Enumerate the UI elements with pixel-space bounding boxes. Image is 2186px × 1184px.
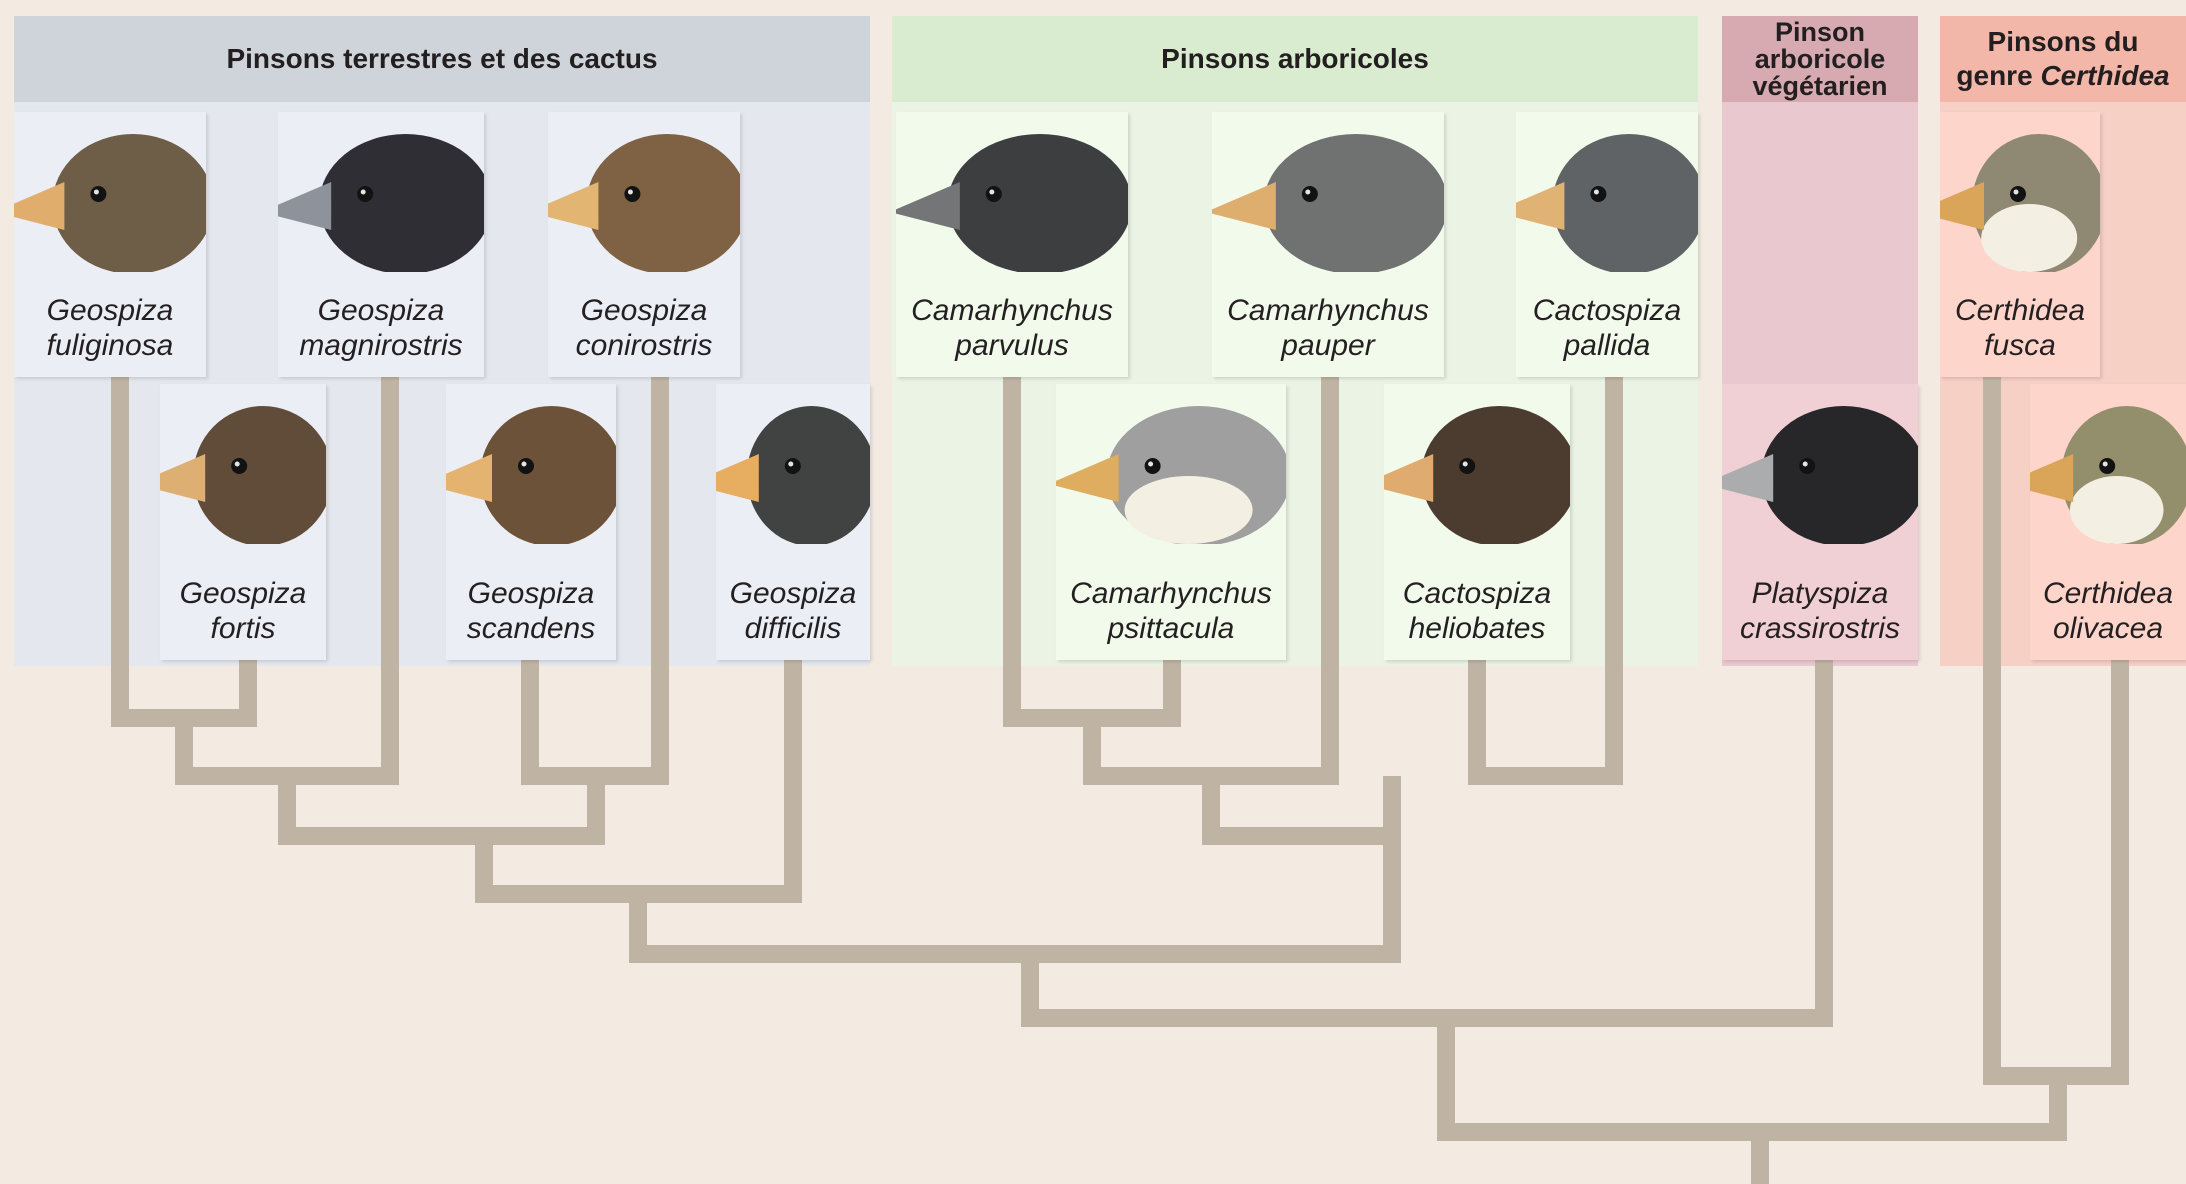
finch-head-illustration [716, 406, 870, 544]
species-epithet: psittacula [1107, 612, 1235, 645]
species-epithet: scandens [466, 612, 596, 645]
finch-head-illustration [1722, 406, 1918, 544]
genus-name: Camarhynchus [1227, 294, 1429, 327]
group-title-line-1: Pinsons du [1987, 26, 2139, 57]
genus-name: Geospiza [317, 294, 445, 327]
genus-name: Geospiza [46, 294, 174, 327]
finch-head-illustration [160, 406, 326, 544]
finch-head-illustration [446, 406, 616, 544]
genus-name: Camarhynchus [911, 294, 1113, 327]
species-epithet: heliobates [1408, 612, 1546, 645]
genus-name: Certhidea [2042, 577, 2174, 610]
group-title: Pinsons arboricoles [1161, 43, 1429, 74]
finch-head-illustration [896, 134, 1128, 272]
finch-head-illustration [1384, 406, 1570, 544]
group-header-warbler-finches: Pinsons du genre Certhidea [1940, 16, 2186, 102]
finch-head-illustration [1212, 134, 1444, 272]
branch-12 [1437, 1018, 2067, 1141]
group-title: Pinsons terrestres et des cactus [226, 43, 658, 74]
genus-name: Certhidea [1954, 294, 2086, 327]
group-header-ground-finches: Pinsons terrestres et des cactus [14, 16, 870, 102]
species-epithet: difficilis [744, 612, 842, 645]
finch-head-illustration [278, 134, 484, 272]
group-title-genus: Certhidea [2040, 60, 2170, 91]
group-title-genre: genre [1956, 60, 2041, 91]
species-epithet: conirostris [575, 329, 713, 362]
species-epithet: pallida [1563, 329, 1651, 362]
branch-9 [629, 836, 1401, 963]
group-title-line-1: Pinson [1774, 16, 1865, 47]
species-epithet: pauper [1281, 329, 1375, 362]
species-epithet: crassirostris [1739, 612, 1900, 645]
finch-head-illustration [1940, 134, 2100, 272]
species-epithet: parvulus [955, 329, 1069, 362]
genus-name: Cactospiza [1532, 294, 1682, 327]
species-epithet: fusca [1984, 329, 2056, 362]
genus-name: Geospiza [580, 294, 708, 327]
finch-head-illustration [14, 134, 206, 272]
species-epithet: fuliginosa [46, 329, 174, 362]
genus-name: Cactospiza [1402, 577, 1552, 610]
group-header-tree-finches: Pinsons arboricoles [892, 16, 1698, 102]
branch-10 [1021, 660, 1833, 1027]
genus-name: Geospiza [729, 577, 857, 610]
species-epithet: fortis [210, 612, 276, 645]
branch-8 [1202, 776, 1401, 845]
group-title-line-3: végétarien [1752, 70, 1888, 101]
group-header-vegetarian-finch: Pinson arboricole végétarien [1722, 16, 1918, 102]
branch-3 [278, 776, 605, 845]
finch-head-illustration [2030, 406, 2186, 544]
finch-head-illustration [1516, 134, 1698, 272]
species-epithet: magnirostris [299, 329, 463, 362]
genus-name: Geospiza [467, 577, 595, 610]
genus-name: Platyspiza [1751, 577, 1889, 610]
group-title-line-2: arboricole [1754, 43, 1886, 74]
finch-head-illustration [548, 134, 740, 272]
finch-head-illustration [1056, 406, 1286, 544]
species-epithet: olivacea [2052, 612, 2164, 645]
genus-name: Camarhynchus [1070, 577, 1272, 610]
group-title-line-2: genre Certhidea [1956, 59, 2169, 93]
branch-7 [1468, 377, 1623, 785]
genus-name: Geospiza [179, 577, 307, 610]
